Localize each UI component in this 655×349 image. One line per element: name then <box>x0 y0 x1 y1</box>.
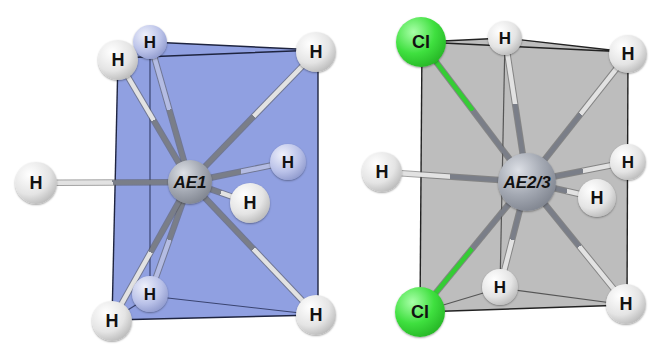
bond-outline <box>554 188 579 194</box>
bond-group <box>128 76 180 164</box>
atom-symbol: H <box>112 51 125 69</box>
atom-symbol: Cl <box>411 303 429 321</box>
bond-line <box>545 204 614 290</box>
bond-outline <box>56 179 169 186</box>
atom-symbol: H <box>499 30 511 47</box>
atom-symbol: H <box>144 34 156 51</box>
bond-outline <box>435 61 510 160</box>
bond-group <box>56 182 169 184</box>
hydrogen-atom: H <box>296 32 336 72</box>
bond-line <box>210 189 232 197</box>
bond-group <box>554 188 579 194</box>
hydrogen-atom: H <box>15 162 57 204</box>
bond-outline <box>544 68 617 160</box>
chlorine-atom: Cl <box>395 287 445 337</box>
prism-edge <box>112 58 118 320</box>
hydrogen-atom: H <box>98 40 138 80</box>
bond-outline <box>211 165 272 177</box>
hydrogen-atom: H <box>296 295 336 335</box>
bond-group <box>545 204 614 290</box>
atom-symbol: H <box>310 306 323 324</box>
atom-symbol: H <box>244 194 257 212</box>
atom-symbol: AE1 <box>173 174 206 191</box>
atom-symbol: Cl <box>412 33 430 51</box>
hydrogen-atom: H <box>270 144 306 180</box>
bond-outline <box>210 189 232 197</box>
bond-line <box>507 54 522 155</box>
metal-atom: AE2/3 <box>498 153 556 211</box>
prism-edge <box>420 305 627 312</box>
bond-outline <box>401 173 499 180</box>
atom-symbol: AE2/3 <box>503 174 550 191</box>
bond-line <box>504 209 520 270</box>
bond-group <box>435 61 510 160</box>
bond-group <box>121 200 179 304</box>
hydrogen-atom: H <box>609 35 647 73</box>
prism-edge <box>422 38 628 52</box>
prism-edge <box>317 50 318 315</box>
hydrogen-atom: H <box>132 276 168 312</box>
bond-outline <box>121 200 179 304</box>
hydrogen-atom: H <box>606 284 646 324</box>
atom-symbol: H <box>591 189 604 207</box>
metal-atom: AE1 <box>168 160 212 204</box>
hydrogen-atom: H <box>230 183 270 223</box>
bond-group <box>544 68 617 160</box>
hydrogen-atom: H <box>488 21 522 55</box>
atom-symbol: H <box>106 312 119 330</box>
bond-line <box>554 188 579 194</box>
prism-edge <box>112 315 318 320</box>
atom-symbol: H <box>622 45 635 63</box>
bond-group <box>554 165 611 176</box>
atom-symbol: H <box>622 154 634 171</box>
bond-group <box>401 173 499 180</box>
atom-symbol: H <box>620 295 633 313</box>
bond-group <box>504 209 520 270</box>
bond-line <box>56 180 169 185</box>
atom-symbol: H <box>282 154 294 171</box>
bond-line <box>121 200 179 304</box>
bond-group <box>211 165 272 177</box>
hydrogen-atom: H <box>610 144 646 180</box>
bond-outline <box>545 204 614 290</box>
bond-outline <box>128 76 180 164</box>
bond-line <box>554 165 611 176</box>
bond-line <box>401 173 499 180</box>
atom-symbol: H <box>376 163 389 181</box>
atom-symbol: H <box>310 43 323 61</box>
atom-symbol: H <box>30 174 43 192</box>
bond-line <box>128 76 180 164</box>
bond-line <box>435 61 510 160</box>
hydrogen-atom: H <box>362 152 402 192</box>
hydrogen-atom: H <box>92 301 132 341</box>
atom-symbol: H <box>144 286 156 303</box>
bond-outline <box>554 165 611 176</box>
chlorine-atom: Cl <box>396 17 446 67</box>
bond-group <box>507 54 522 155</box>
bond-outline <box>507 54 522 155</box>
bond-outline <box>504 209 520 270</box>
hydrogen-atom: H <box>482 269 518 305</box>
bond-line <box>211 165 272 177</box>
bond-line <box>544 68 617 160</box>
hydrogen-atom: H <box>578 179 616 217</box>
hydrogen-atom: H <box>133 25 167 59</box>
bond-group <box>210 189 232 197</box>
atom-symbol: H <box>494 279 506 296</box>
prism-edge <box>150 296 318 315</box>
